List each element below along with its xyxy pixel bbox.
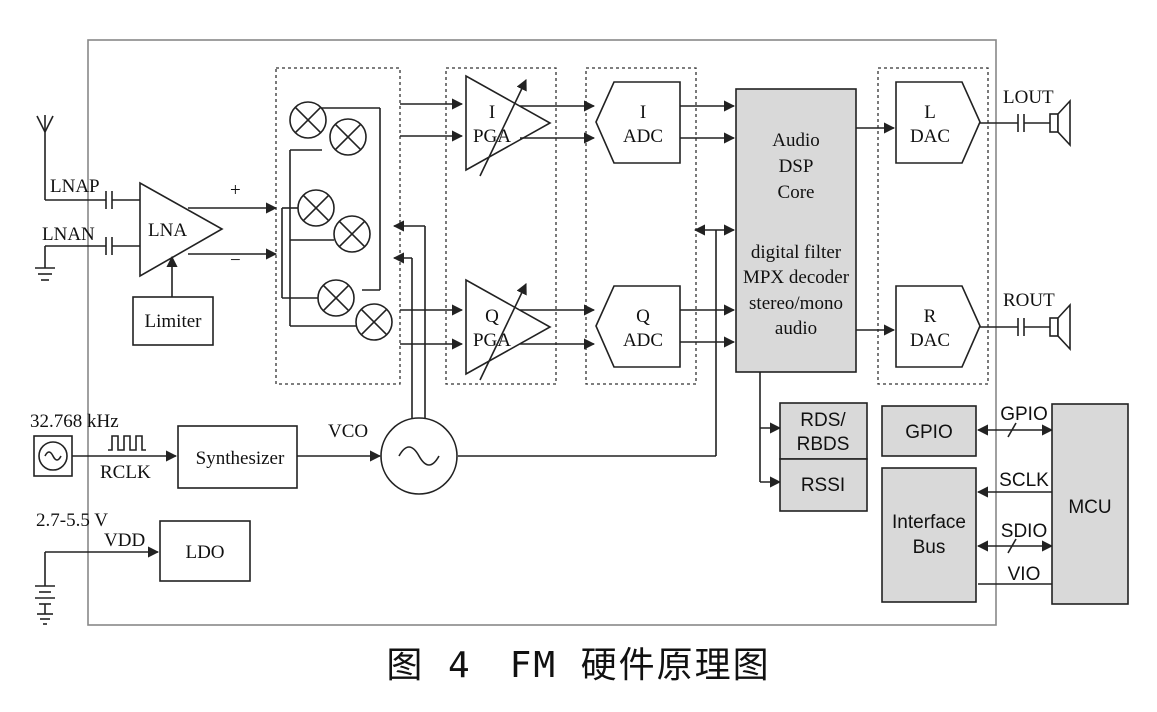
right-speaker-icon: [1049, 304, 1071, 350]
mixer-5-icon: [317, 279, 355, 317]
dsp-feature-2: MPX decoder: [743, 267, 850, 288]
dsp-title-line-1: Audio: [772, 130, 820, 151]
interface-bus-block: [881, 467, 977, 603]
mixer-2-icon: [329, 118, 367, 156]
mcu-block: [1051, 403, 1129, 605]
dsp-feature-3: stereo/mono: [749, 293, 843, 314]
q-pga-bottom-label: PGA: [473, 330, 511, 351]
lnap-label: LNAP: [50, 176, 100, 197]
r-dac-bottom-label: DAC: [910, 330, 950, 351]
vdd-label: VDD: [104, 530, 145, 551]
mixer-3-icon: [297, 189, 335, 227]
rclk-label: RCLK: [100, 462, 151, 483]
mixer-6-icon: [355, 303, 393, 341]
lna-minus-label: −: [230, 250, 241, 271]
mixer-1-icon: [289, 101, 327, 139]
lna-plus-label: +: [230, 180, 241, 201]
rout-label: ROUT: [1003, 290, 1055, 311]
l-dac-top-label: L: [924, 102, 936, 123]
dsp-feature-4: audio: [775, 318, 817, 339]
rds-rbds-block: [779, 402, 868, 460]
q-adc-bottom-label: ADC: [623, 330, 663, 351]
q-adc-top-label: Q: [636, 306, 650, 327]
figure-caption: 图 4 FM 硬件原理图: [386, 645, 771, 686]
synthesizer-block: [177, 425, 298, 489]
i-pga-top-label: I: [489, 102, 495, 123]
lna-label: LNA: [148, 220, 187, 241]
lnap-capacitor-icon: [105, 191, 113, 209]
vio-label: VIO: [1008, 564, 1041, 585]
rssi-block: [779, 458, 868, 512]
vco-label: VCO: [328, 421, 368, 442]
i-pga-amplifier: [465, 74, 552, 172]
ldo-label: LDO: [185, 542, 224, 563]
q-pga-top-label: Q: [485, 306, 499, 327]
pga-group: [445, 67, 557, 385]
audio-dsp-core: [735, 88, 857, 373]
dsp-title-line-3: Core: [778, 182, 815, 203]
ground-icon: [35, 246, 55, 281]
battery-icon: [35, 552, 55, 625]
antenna-icon: [36, 115, 54, 200]
lnan-label: LNAN: [42, 224, 95, 245]
limiter-label: Limiter: [145, 311, 203, 332]
fm-hardware-block-diagram: LNAP LNAN LNA + − Limiter: [30, 39, 1129, 626]
gpio-block-label: GPIO: [905, 422, 953, 443]
voltage-label: 2.7-5.5 V: [36, 510, 108, 531]
rssi-label: RSSI: [801, 475, 845, 496]
i-adc-block: [595, 81, 681, 164]
rout-capacitor-icon: [1017, 318, 1025, 336]
vco-oscillator-icon: [380, 417, 458, 495]
chip-outline: [87, 39, 997, 626]
mixer-4-icon: [333, 215, 371, 253]
i-pga-bottom-label: PGA: [473, 126, 511, 147]
mcu-label: MCU: [1068, 497, 1111, 518]
l-dac-block: [895, 81, 981, 164]
limiter-block: [132, 296, 214, 346]
crystal-oscillator-icon: [33, 435, 73, 477]
dac-group: [877, 67, 989, 385]
dsp-title-line-2: DSP: [779, 156, 814, 177]
sdio-label: SDIO: [1001, 521, 1047, 542]
adc-group: [585, 67, 697, 385]
lout-label: LOUT: [1003, 87, 1054, 108]
lout-capacitor-icon: [1017, 114, 1025, 132]
lnan-capacitor-icon: [105, 237, 113, 255]
ldo-block: [159, 520, 251, 582]
q-adc-block: [595, 285, 681, 368]
r-dac-block: [895, 285, 981, 368]
r-dac-top-label: R: [924, 306, 937, 327]
synthesizer-label: Synthesizer: [196, 448, 285, 469]
i-adc-bottom-label: ADC: [623, 126, 663, 147]
crystal-frequency-label: 32.768 kHz: [30, 411, 119, 432]
i-adc-top-label: I: [640, 102, 646, 123]
dsp-feature-1: digital filter: [751, 242, 842, 263]
lna-amplifier: [139, 181, 224, 278]
gpio-block: [881, 405, 977, 457]
gpio-line-label: GPIO: [1000, 404, 1048, 425]
rds-bottom-label: RBDS: [797, 434, 850, 455]
rds-top-label: RDS/: [800, 410, 846, 431]
q-pga-amplifier: [465, 278, 552, 376]
interface-bottom-label: Bus: [913, 537, 946, 558]
sclk-label: SCLK: [999, 470, 1049, 491]
l-dac-bottom-label: DAC: [910, 126, 950, 147]
clock-pulse-icon: [108, 435, 146, 451]
interface-top-label: Interface: [892, 512, 966, 533]
